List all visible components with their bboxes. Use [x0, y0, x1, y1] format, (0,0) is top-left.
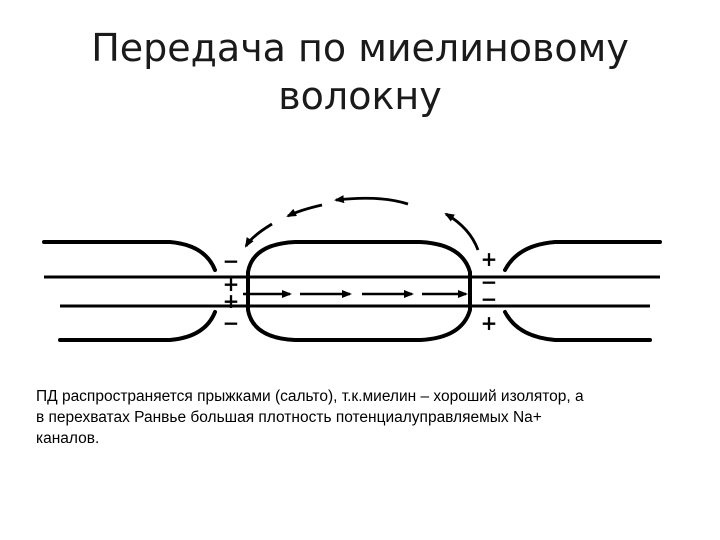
left-node-charge-3: + [223, 289, 240, 313]
caption-text: ПД распространяется прыжками (сальто), т… [36, 386, 676, 449]
myelin-left-top [42, 240, 217, 272]
right-node-charge-3: − [481, 287, 498, 311]
node-charges: − + + − + − − + [223, 247, 498, 335]
axon-membrane-lines [44, 275, 660, 308]
caption-line-2: в перехватах Ранвье большая плотность по… [36, 409, 542, 426]
right-node-charge-2: − [481, 270, 498, 294]
myelinated-axon-diagram: − + + − + − − + [42, 195, 662, 342]
myelin-left-bottom [58, 310, 217, 342]
outer-arc-segment-1 [444, 212, 480, 251]
outer-arc-segment-3 [286, 203, 323, 218]
left-node-charge-1: − [223, 249, 240, 273]
right-node-charge-4: + [481, 311, 498, 335]
left-node-charge-4: − [223, 311, 240, 335]
outer-arc-segment-4 [244, 222, 273, 248]
title-line-2: волокну [278, 74, 442, 118]
myelin-right-bottom [503, 310, 652, 342]
caption-line-3: каналов. [36, 430, 100, 447]
slide-title: Передача по миелиновому волокну [60, 24, 660, 120]
myelin-right-top [503, 240, 662, 272]
outer-current-arc [244, 195, 480, 251]
caption-line-1: ПД распространяется прыжками (сальто), т… [36, 388, 584, 405]
myelin-sheath-outlines [42, 240, 662, 342]
outer-arc-segment-2 [334, 195, 409, 206]
right-node-charge-1: + [481, 247, 498, 271]
left-node-charge-2: + [223, 272, 240, 296]
myelin-middle-outline [246, 240, 472, 342]
title-line-1: Передача по миелиновому [91, 26, 629, 70]
